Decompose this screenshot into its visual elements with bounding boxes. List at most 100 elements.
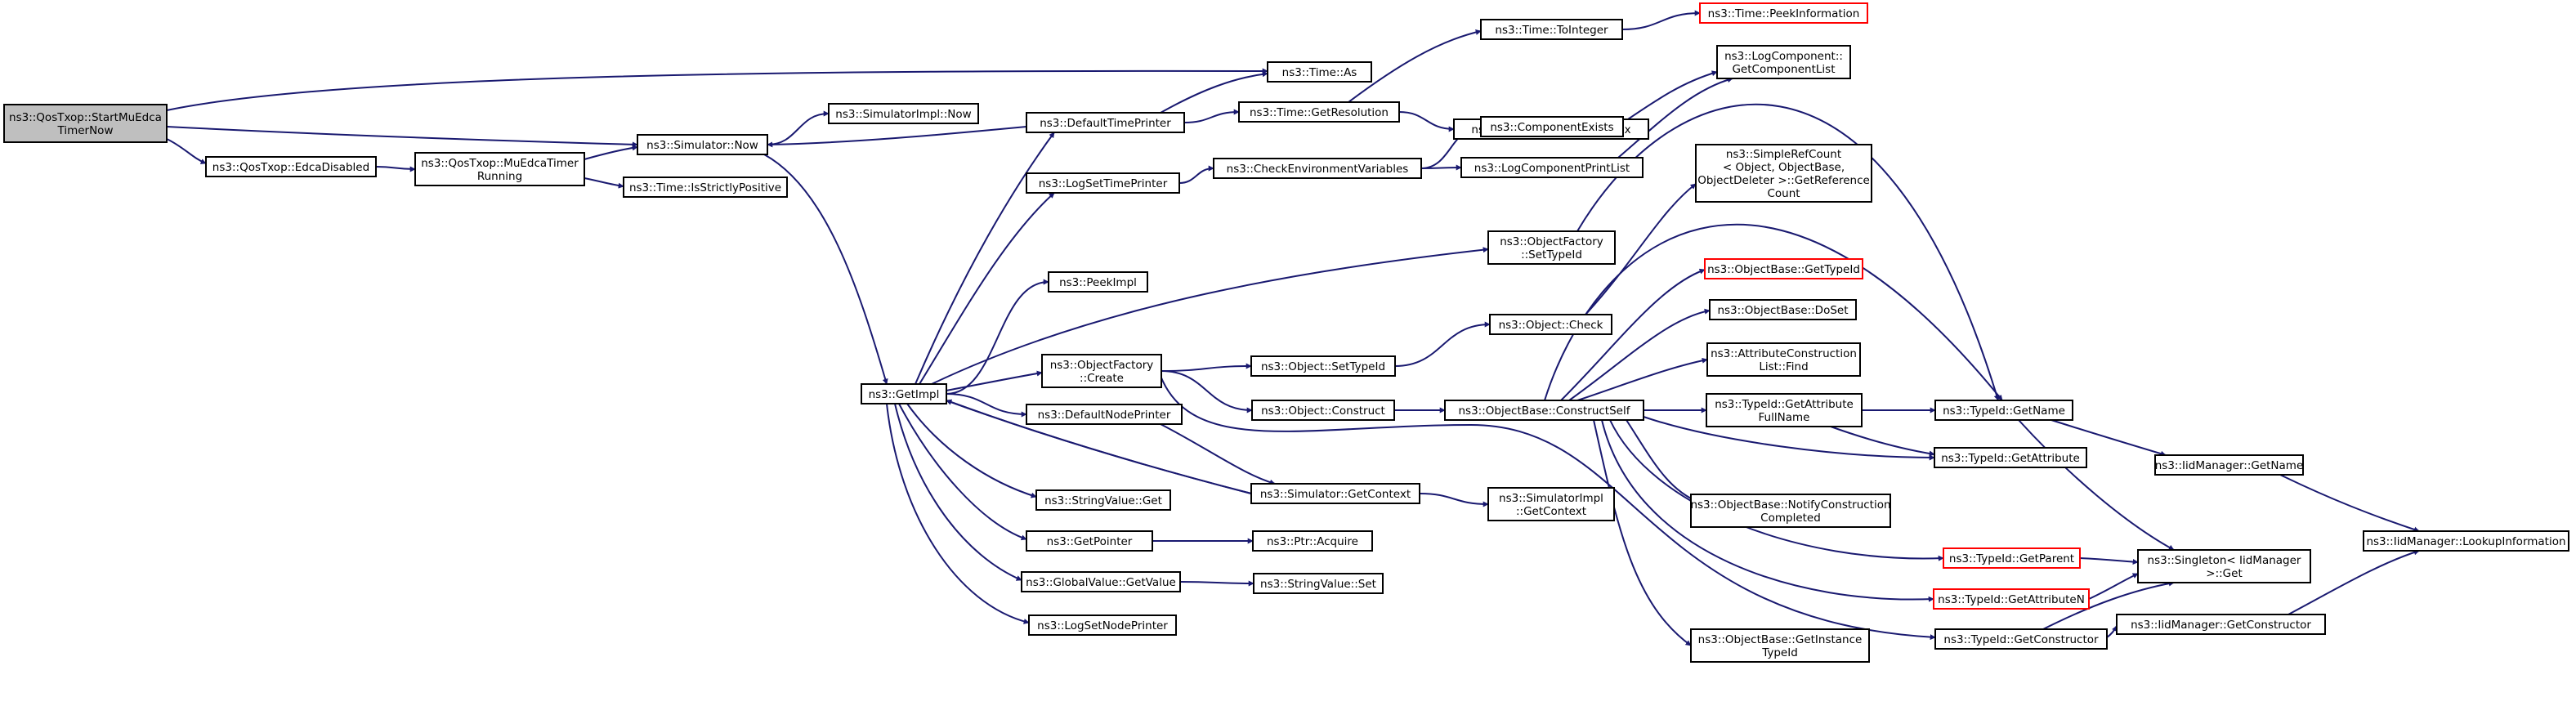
edge-sim-now-to-get-impl [763, 154, 888, 385]
node-iid-get-constructor[interactable]: ns3::IidManager::GetConstructor [2116, 614, 2326, 635]
node-box [1238, 101, 1400, 123]
node-get-resolution[interactable]: ns3::Time::GetResolution [1238, 101, 1400, 123]
node-ptr-acquire[interactable]: ns3::Ptr::Acquire [1252, 530, 1373, 552]
node-ob-get-type-id[interactable]: ns3::ObjectBase::GetTypeId [1704, 258, 1863, 279]
node-ob-do-set[interactable]: ns3::ObjectBase::DoSet [1709, 299, 1857, 320]
node-box [1250, 355, 1396, 377]
node-component-exists[interactable]: ns3::ComponentExists [1480, 116, 1624, 137]
edge-get-impl-to-string-value-get [906, 403, 1037, 498]
node-label: ns3::ObjectFactory [1050, 359, 1154, 372]
edge-tid-get-parent-to-singleton-get [2079, 557, 2139, 565]
node-label: ns3::ObjectFactory [1500, 235, 1603, 248]
node-log-set-node-printer[interactable]: ns3::LogSetNodePrinter [1028, 614, 1177, 636]
node-string-value-get[interactable]: ns3::StringValue::Get [1035, 489, 1171, 511]
node-box [1704, 258, 1863, 279]
node-box [1480, 116, 1624, 137]
node-is-strictly-positive[interactable]: ns3::Time::IsStrictlyPositive [623, 177, 788, 198]
node-label: ns3::ObjectBase::GetInstance [1698, 633, 1863, 646]
node-box [205, 156, 377, 177]
node-box [1028, 614, 1177, 636]
node-sim-get-context[interactable]: ns3::Simulator::GetContext [1250, 483, 1420, 504]
node-box [1041, 354, 1162, 388]
node-tid-get-name[interactable]: ns3::TypeId::GetName [1934, 400, 2073, 421]
node-construct-self[interactable]: ns3::ObjectBase::ConstructSelf [1444, 400, 1644, 421]
node-time-as[interactable]: ns3::Time::As [1267, 61, 1372, 83]
node-iid-get-name[interactable]: ns3::IidManager::GetName [2154, 454, 2304, 476]
node-label: ns3::TypeId::GetConstructor [1943, 633, 2099, 646]
node-box [1460, 157, 1644, 178]
node-get-impl[interactable]: ns3::GetImpl [861, 383, 947, 404]
node-iid-lookup[interactable]: ns3::IidManager::LookupInformation [2363, 530, 2569, 552]
node-tid-get-attribute[interactable]: ns3::TypeId::GetAttribute [1934, 447, 2087, 468]
node-label: ObjectDeleter >::GetReference [1697, 174, 1870, 187]
edge-sim-now-to-sim-impl-now [767, 110, 830, 145]
node-box [1048, 271, 1148, 293]
node-global-value-get[interactable]: ns3::GlobalValue::GetValue [1021, 571, 1181, 592]
node-sim-now[interactable]: ns3::Simulator::Now [637, 134, 768, 155]
node-label: ns3::TypeId::GetName [1943, 404, 2065, 418]
node-box [1943, 547, 2081, 569]
edge-get-impl-to-default-time-printer [915, 132, 1055, 385]
node-box [1480, 19, 1623, 40]
edge-mu-edca-running-to-sim-now [584, 145, 638, 160]
node-label: ns3::Object::Check [1499, 319, 1603, 332]
node-tid-get-constructor[interactable]: ns3::TypeId::GetConstructor [1934, 628, 2108, 650]
edge-tid-get-name-to-singleton-get [2018, 419, 2175, 551]
node-peek-impl[interactable]: ns3::PeekImpl [1048, 271, 1148, 293]
node-object-construct[interactable]: ns3::Object::Construct [1251, 400, 1395, 421]
node-get-pointer[interactable]: ns3::GetPointer [1026, 530, 1153, 552]
node-label: Count [1767, 187, 1800, 200]
node-label: ns3::Singleton< IidManager [2148, 554, 2301, 567]
node-log-component-print-list[interactable]: ns3::LogComponentPrintList [1460, 157, 1644, 178]
edge-get-impl-to-peek-impl [946, 279, 1049, 395]
node-default-node-printer[interactable]: ns3::DefaultNodePrinter [1026, 404, 1183, 425]
node-check-env-vars[interactable]: ns3::CheckEnvironmentVariables [1213, 158, 1422, 179]
node-label: ns3::TypeId::GetAttribute [1715, 398, 1854, 411]
node-string-value-set[interactable]: ns3::StringValue::Set [1253, 573, 1384, 594]
node-singleton-get[interactable]: ns3::Singleton< IidManager >::Get [2137, 549, 2311, 583]
node-label: ::GetContext [1516, 505, 1586, 518]
node-simple-ref-count[interactable]: ns3::SimpleRefCount< Object, ObjectBase,… [1695, 144, 1872, 203]
node-box [3, 104, 168, 143]
node-sim-impl-now[interactable]: ns3::SimulatorImpl::Now [828, 103, 979, 124]
node-label: ns3::Simulator::GetContext [1260, 488, 1411, 501]
node-label: ns3::TypeId::GetAttribute [1941, 452, 2080, 465]
node-box [1933, 588, 2090, 610]
node-box [1709, 299, 1857, 320]
node-sim-impl-get-context[interactable]: ns3::SimulatorImpl::GetContext [1487, 487, 1615, 521]
node-label: >::Get [2206, 567, 2242, 580]
node-edca-disabled[interactable]: ns3::QosTxop::EdcaDisabled [205, 156, 377, 177]
node-peek-information[interactable]: ns3::Time::PeekInformation [1699, 2, 1868, 24]
node-label: < Object, ObjectBase, [1723, 161, 1845, 174]
node-box [1026, 112, 1185, 133]
node-label: ns3::Ptr::Acquire [1267, 535, 1358, 548]
node-label: ns3::AttributeConstruction [1711, 347, 1857, 360]
node-box [1213, 158, 1422, 179]
edge-default-time-printer-to-get-resolution [1183, 109, 1240, 123]
node-tid-get-parent[interactable]: ns3::TypeId::GetParent [1943, 547, 2081, 569]
node-tid-get-attribute-n[interactable]: ns3::TypeId::GetAttributeN [1933, 588, 2090, 610]
edge-log-set-time-printer-to-check-env-vars [1178, 165, 1214, 184]
node-object-set-type-id[interactable]: ns3::Object::SetTypeId [1250, 355, 1396, 377]
node-log-set-time-printer[interactable]: ns3::LogSetTimePrinter [1026, 172, 1180, 194]
node-box [1251, 400, 1395, 421]
node-of-set-type-id[interactable]: ns3::ObjectFactory::SetTypeId [1487, 230, 1616, 265]
node-log-get-component-list[interactable]: ns3::LogComponent::GetComponentList [1716, 45, 1851, 79]
node-label: TimerNow [57, 124, 114, 137]
node-default-time-printer[interactable]: ns3::DefaultTimePrinter [1026, 112, 1185, 133]
node-box [1252, 530, 1373, 552]
node-box [1934, 628, 2108, 650]
node-object-check[interactable]: ns3::Object::Check [1489, 314, 1612, 335]
node-label: ns3::SimulatorImpl [1499, 492, 1603, 505]
edge-construct-self-to-ac-list-find [1576, 357, 1708, 401]
node-box [1934, 400, 2073, 421]
node-to-integer[interactable]: ns3::Time::ToInteger [1480, 19, 1623, 40]
node-notify-construction[interactable]: ns3::ObjectBase::NotifyConstructionCompl… [1690, 494, 1891, 528]
node-of-create[interactable]: ns3::ObjectFactory::Create [1041, 354, 1162, 388]
